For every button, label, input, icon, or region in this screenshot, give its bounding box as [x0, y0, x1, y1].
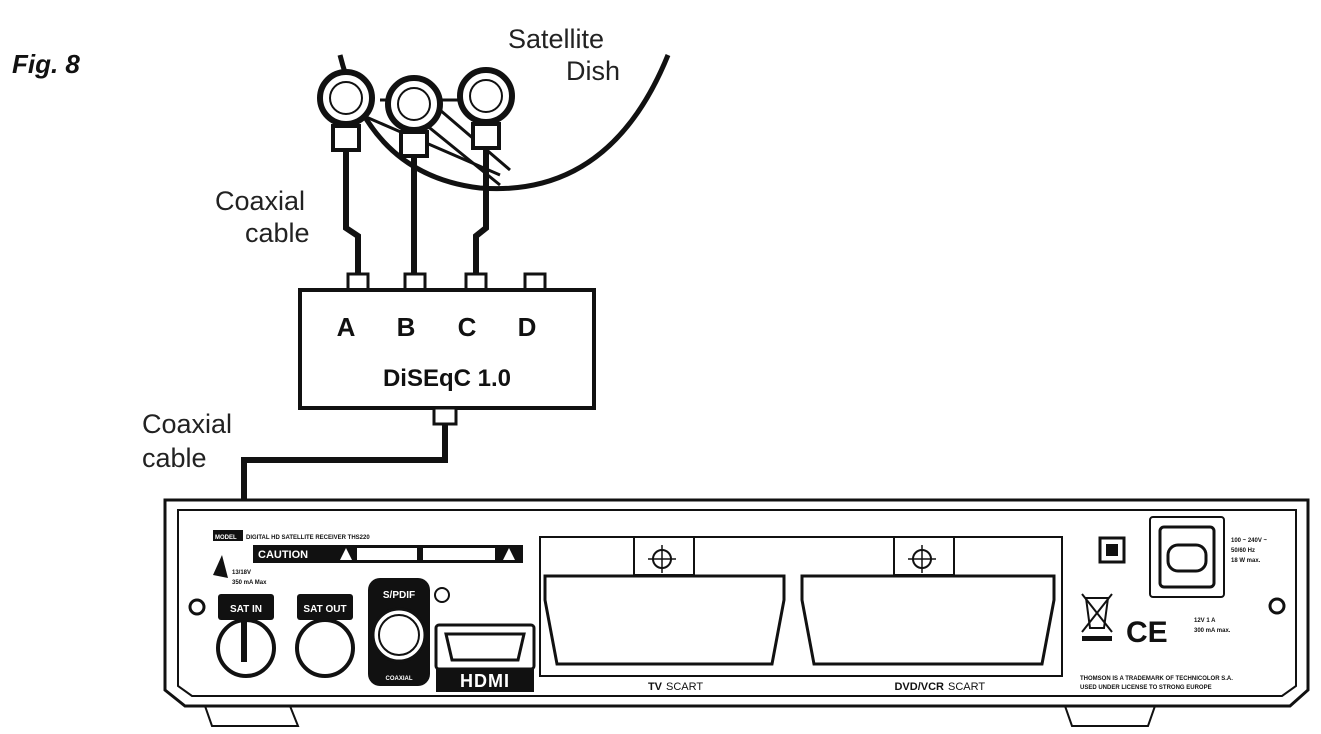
satellite-dish-icon: [337, 54, 671, 192]
lnb-b: [385, 75, 443, 158]
ce-mark: CE: [1126, 616, 1168, 649]
lnb-power-line2: 350 mA Max: [232, 580, 267, 586]
switch-port-a: A: [337, 312, 356, 342]
power-rating-line3: 18 W max.: [1231, 558, 1261, 564]
power-rating-line2: 50/60 Hz: [1231, 548, 1255, 554]
spdif-port[interactable]: [371, 607, 427, 663]
coax-label-top-line1: Coaxial: [215, 186, 305, 216]
dvd-scart-label: SCART: [948, 681, 985, 693]
switch-port-connector-a: [346, 272, 370, 292]
lnb-icon: [457, 67, 515, 125]
warning-triangle-icon: [503, 548, 515, 560]
model-label: MODEL: [215, 535, 237, 541]
lnb-power-line1: 13/18V: [232, 570, 251, 576]
caution-label: CAUTION: [258, 549, 308, 561]
trademark-line1: THOMSON IS A TRADEMARK OF TECHNICOLOR S.…: [1080, 676, 1233, 682]
coaxial-label: COAXIAL: [386, 676, 413, 682]
coax-label-top-line2: cable: [245, 218, 310, 248]
switch-port-connector-d: [523, 272, 547, 292]
model-text: DIGITAL HD SATELLITE RECEIVER THS220: [246, 535, 370, 541]
switch-output-connector: [432, 406, 458, 426]
tv-scart-label-bold: TV: [648, 681, 663, 693]
switch-port-b: B: [397, 312, 416, 342]
switch-box: [298, 288, 596, 410]
weee-bin-icon: [1081, 593, 1113, 641]
satellite-label-line1: Satellite: [508, 24, 604, 54]
lnb-icon: [385, 75, 443, 133]
dvd-scart-label-bold: DVD/VCR: [894, 681, 944, 693]
trademark-line2: USED UNDER LICENSE TO STRONG EUROPE: [1080, 685, 1212, 691]
spdif-label: S/PDIF: [383, 590, 415, 601]
switch-port-connector-b: [403, 272, 427, 292]
tv-scart-label: SCART: [666, 681, 703, 693]
coax-label-bottom-line2: cable: [142, 443, 207, 473]
switch-port-connector-c: [464, 272, 488, 292]
switch-name: DiSEqC 1.0: [383, 365, 511, 392]
warning-triangle-icon: [340, 548, 352, 560]
sat-out-label: SAT OUT: [303, 604, 346, 615]
figure-title: Fig. 8: [12, 49, 80, 79]
coax-cables-lnb-to-switch: [343, 148, 489, 275]
switch-port-d: D: [518, 312, 537, 342]
receiver-rear-panel: MODEL DIGITAL HD SATELLITE RECEIVER THS2…: [163, 498, 1310, 727]
dvd-vcr-scart-port[interactable]: [800, 536, 1056, 666]
screw-hole-icon: [188, 598, 206, 616]
dc-rating-line1: 12V 1 A: [1194, 618, 1216, 624]
lnb-c: [457, 67, 515, 150]
sat-in-label: SAT IN: [230, 604, 262, 615]
dc-rating-line2: 300 mA max.: [1194, 628, 1231, 634]
diseqc-switch: A B C D DiSEqC 1.0: [298, 272, 596, 426]
coax-label-bottom-line1: Coaxial: [142, 409, 232, 439]
switch-port-c: C: [458, 312, 477, 342]
tv-scart-port[interactable]: [543, 536, 786, 666]
screw-hole-icon: [1268, 597, 1286, 615]
power-rating-line1: 100 ~ 240V ~: [1231, 538, 1268, 544]
lnb-a: [317, 69, 375, 152]
lnb-icon: [317, 69, 375, 127]
satellite-label-line2: Dish: [566, 56, 620, 86]
sat-out-port[interactable]: [295, 618, 355, 678]
hdmi-label: HDMI: [460, 671, 510, 691]
lightning-icon: [213, 555, 228, 578]
